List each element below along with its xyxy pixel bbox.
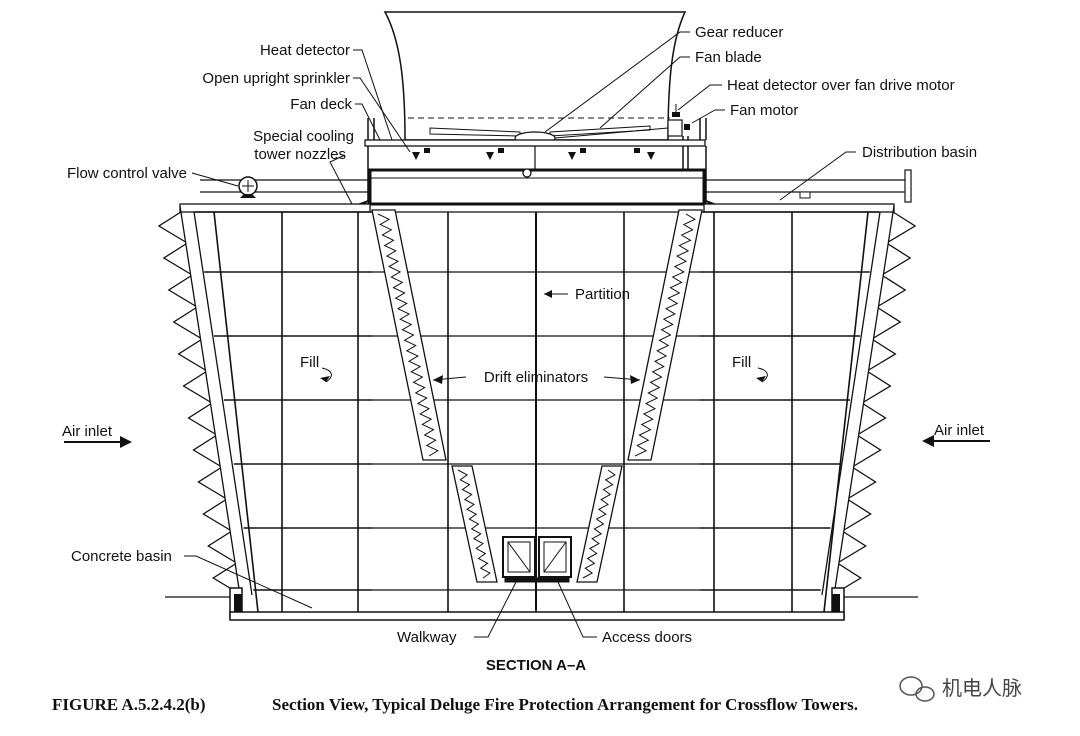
heat-detector-over-motor [672,104,680,117]
label-fill-right: Fill [732,354,751,371]
label-heat-detector-over-motor: Heat detector over fan drive motor [727,77,955,94]
watermark: 机电人脉 [899,676,1022,702]
leader-lines [184,31,856,638]
label-fan-motor: Fan motor [730,102,798,119]
label-special-nozzles-line2: tower nozzles [254,146,346,163]
label-fill-left: Fill [300,354,319,371]
section-title: SECTION A–A [486,657,586,674]
figure-number: FIGURE A.5.2.4.2(b) [52,695,205,714]
access-doors [502,536,572,583]
gear-reducer [514,131,556,172]
label-gear-reducer: Gear reducer [695,24,783,41]
label-distribution-basin: Distribution basin [862,144,977,161]
arrowheads [320,290,766,384]
feed-pipe-left [200,179,370,193]
wechat-icon [899,676,935,702]
label-drift-eliminators: Drift eliminators [484,369,588,386]
label-open-upright-sprinkler: Open upright sprinkler [202,70,350,87]
label-fan-blade: Fan blade [695,49,762,66]
fan-stack [383,11,687,141]
heat-detectors [424,148,640,153]
flow-control-valve [238,176,258,198]
label-access-doors: Access doors [602,629,692,646]
concrete-basin [165,587,918,621]
label-partition: Partition [575,286,630,303]
label-flow-control-valve: Flow control valve [67,165,187,182]
watermark-text: 机电人脉 [942,676,1022,700]
fan-deck [364,118,707,210]
label-special-nozzles-line1: Special cooling [253,128,354,145]
drift-eliminators [371,209,703,583]
right-louvered-wall [821,205,917,596]
open-upright-sprinklers [412,152,655,160]
label-heat-detector: Heat detector [260,42,350,59]
label-walkway: Walkway [397,629,457,646]
air-inlet-arrow-right [922,435,990,447]
distribution-header [368,168,706,206]
figure-caption: Section View, Typical Deluge Fire Protec… [272,695,858,714]
label-fan-deck: Fan deck [290,96,352,113]
label-concrete-basin: Concrete basin [71,548,172,565]
feed-pipe-right [704,169,912,203]
air-inlet-arrow-left [64,436,132,448]
label-air-inlet-left: Air inlet [62,423,113,440]
label-air-inlet-right: Air inlet [934,422,985,439]
